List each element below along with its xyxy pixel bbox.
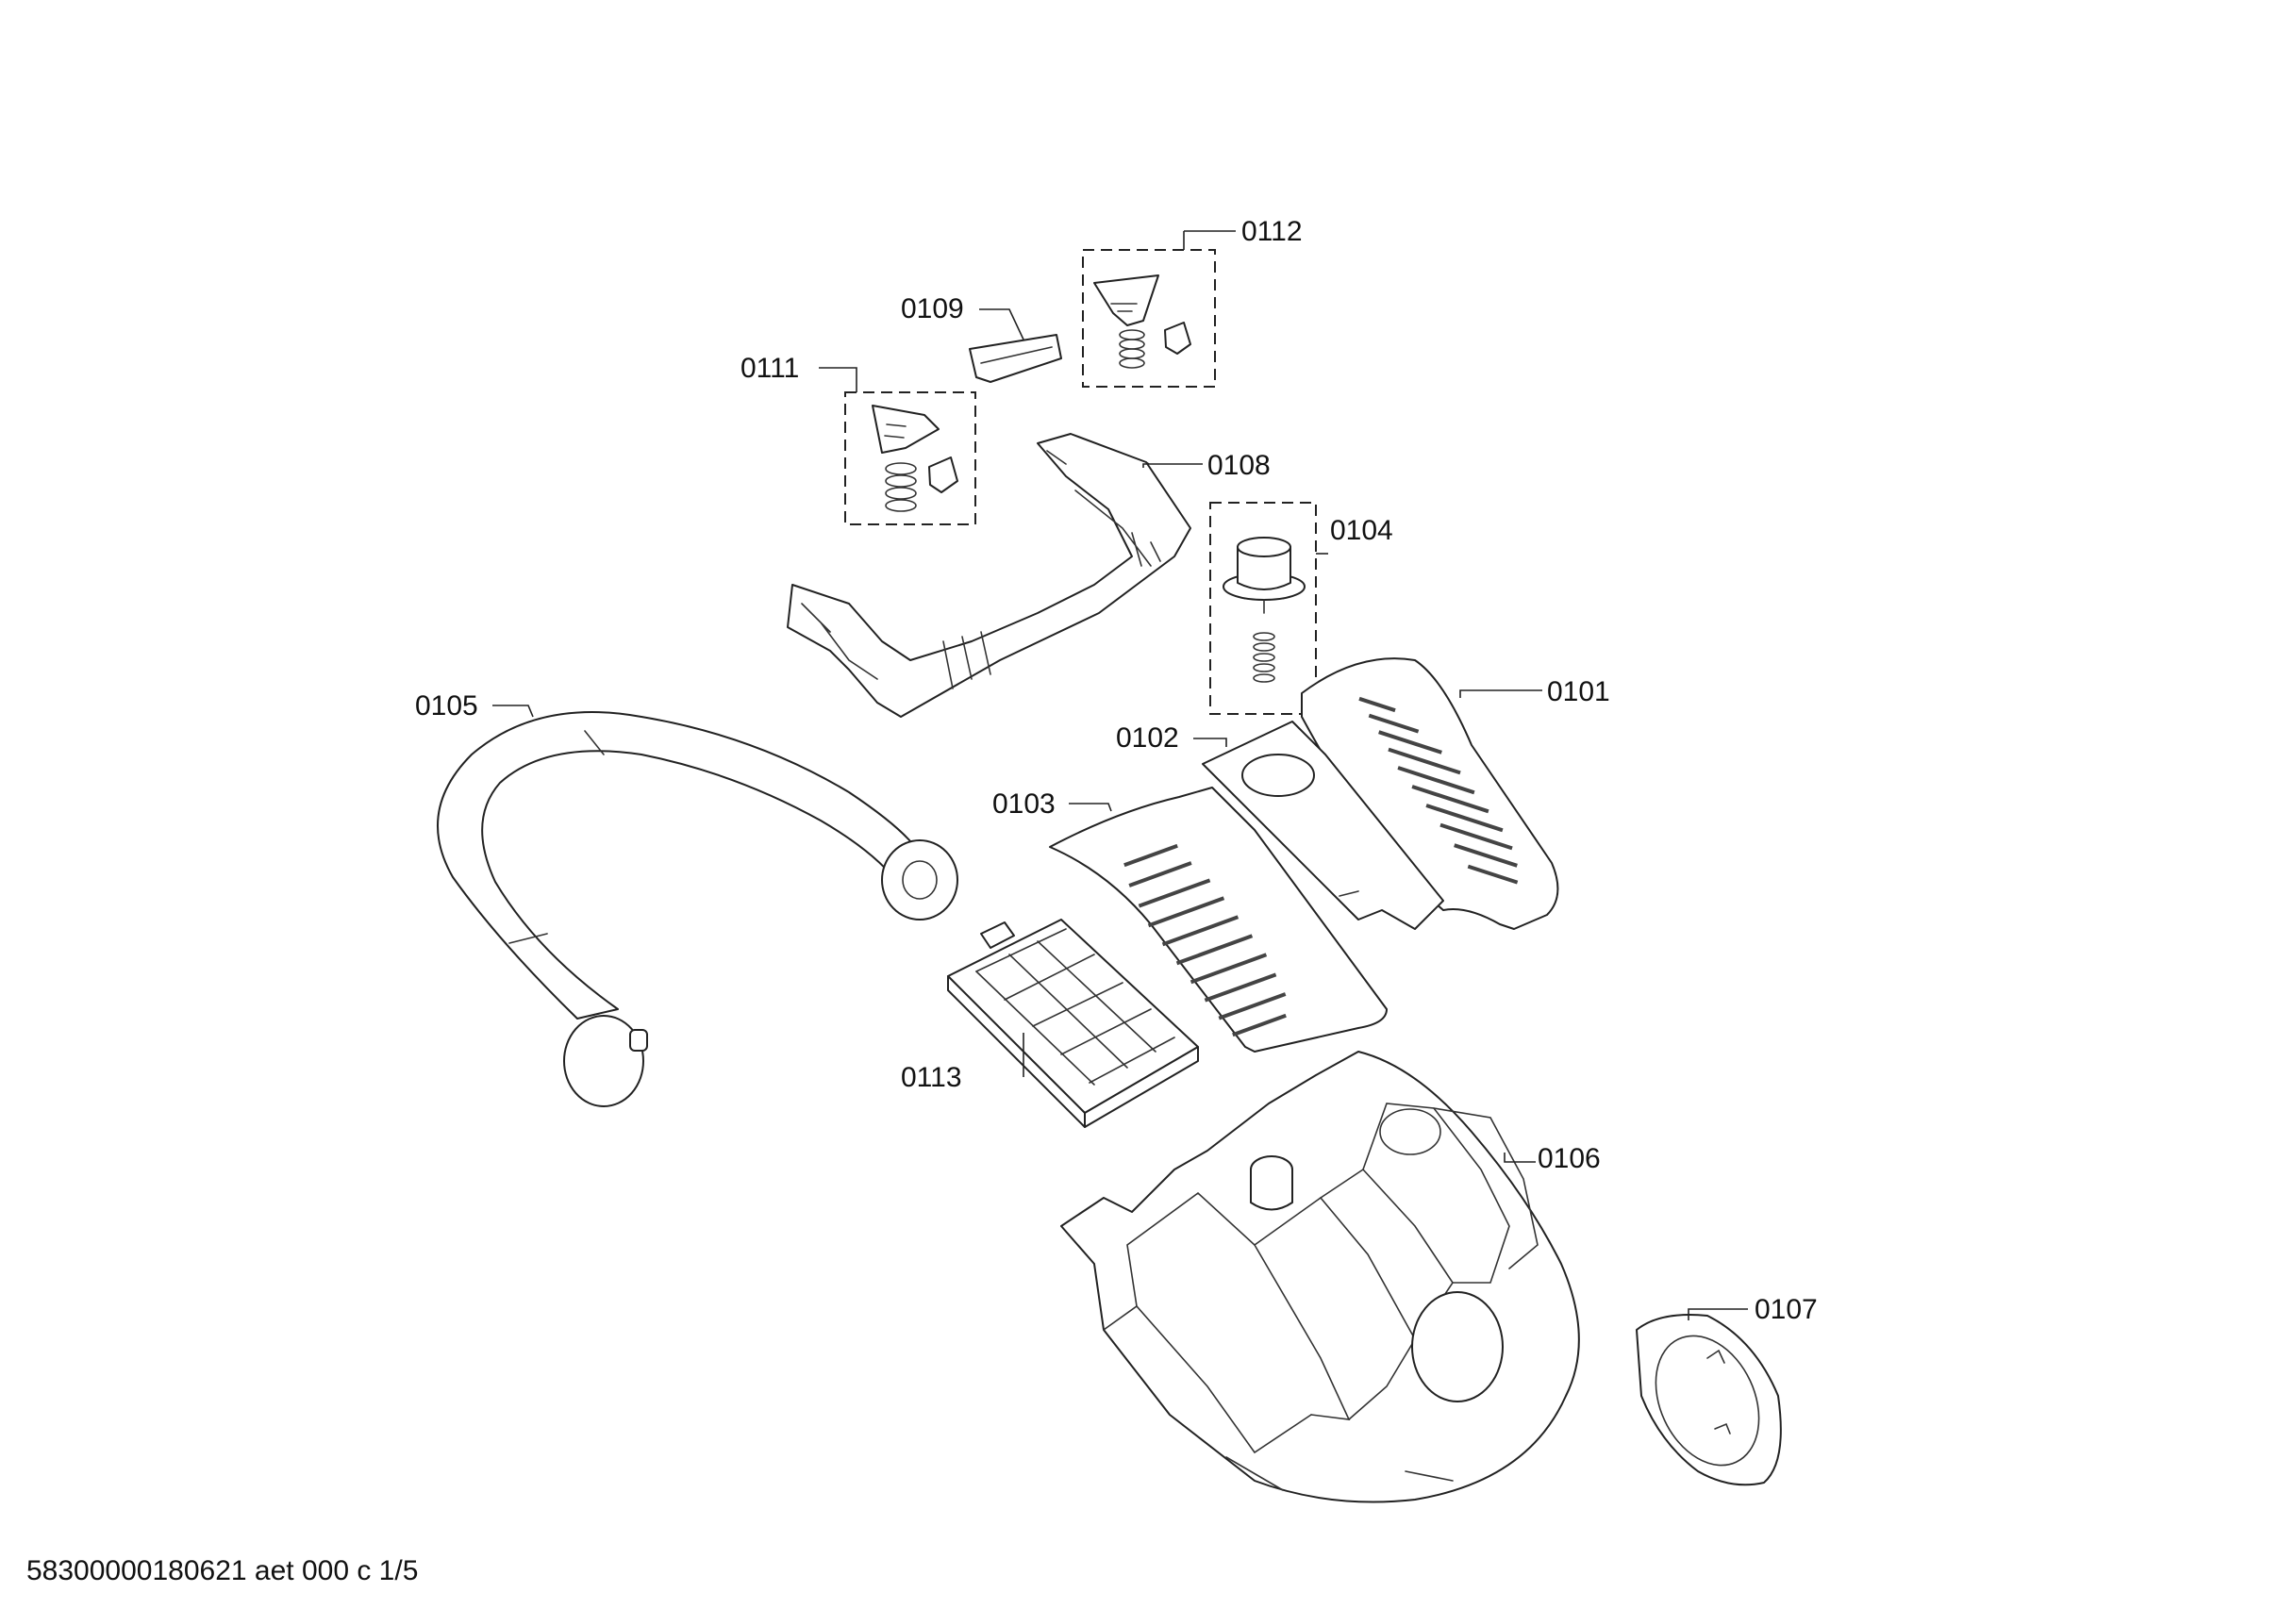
part-0106-housing <box>1060 1051 1580 1503</box>
part-0107-group: 0107 <box>1636 1294 1818 1486</box>
part-0106-exhaust-port <box>1411 1291 1504 1402</box>
part-0107-cap-ring <box>1655 1335 1760 1467</box>
part-0104-knob <box>1237 546 1291 590</box>
part-0105-hose <box>437 711 921 1020</box>
label-0103: 0103 <box>992 788 1056 820</box>
part-0104-spring <box>1253 632 1275 683</box>
label-0105: 0105 <box>415 690 478 722</box>
part-0104-dashed-box <box>1209 502 1317 715</box>
part-0111-latch <box>872 405 940 454</box>
part-0106-group: 0106 <box>1060 1051 1601 1503</box>
document-reference: 58300000180621 aet 000 c 1/5 <box>26 1555 418 1586</box>
part-0109-group: 0109 <box>901 293 1062 383</box>
part-0105-connector <box>563 1015 644 1107</box>
part-0102-group: 0102 <box>1116 721 1444 930</box>
part-0109-flap <box>969 334 1062 383</box>
label-0108: 0108 <box>1207 450 1271 481</box>
part-0103-group: 0103 <box>992 787 1388 1053</box>
part-0111-spring <box>885 462 917 512</box>
part-0112-group: 0112 <box>1082 216 1303 388</box>
part-0113-group: 0113 <box>901 919 1199 1128</box>
part-0111-group: 0111 <box>740 353 976 525</box>
label-0112: 0112 <box>1241 216 1303 247</box>
part-0107-cap <box>1636 1314 1782 1486</box>
part-0105-swivel-end <box>881 839 958 921</box>
label-0113: 0113 <box>901 1062 962 1093</box>
part-0104-group: 0104 <box>1209 502 1393 715</box>
part-0112-spring <box>1119 329 1145 369</box>
label-0107: 0107 <box>1755 1294 1818 1325</box>
part-0103-cover <box>1049 787 1388 1053</box>
label-0101: 0101 <box>1547 676 1610 707</box>
part-0103-grille <box>1123 843 1287 1037</box>
part-0105-group: 0105 <box>415 690 958 1107</box>
part-0112-clip <box>1164 322 1191 355</box>
part-0111-dashed-box <box>844 391 976 525</box>
label-0109: 0109 <box>901 293 964 324</box>
label-0102: 0102 <box>1116 722 1179 754</box>
part-0111-clip <box>928 456 958 493</box>
part-0113-filter-cells <box>975 928 1175 1086</box>
part-0108-group: 0108 <box>787 433 1271 718</box>
label-0104: 0104 <box>1330 515 1393 546</box>
label-0111: 0111 <box>740 353 799 384</box>
part-0108-handle <box>787 433 1191 718</box>
label-0106: 0106 <box>1538 1143 1601 1174</box>
part-0112-latch <box>1093 274 1159 326</box>
part-0101-grille <box>1358 696 1519 885</box>
part-0101-group: 0101 <box>1301 657 1610 930</box>
part-0102-window <box>1241 754 1315 797</box>
part-0112-dashed-box <box>1082 249 1216 388</box>
